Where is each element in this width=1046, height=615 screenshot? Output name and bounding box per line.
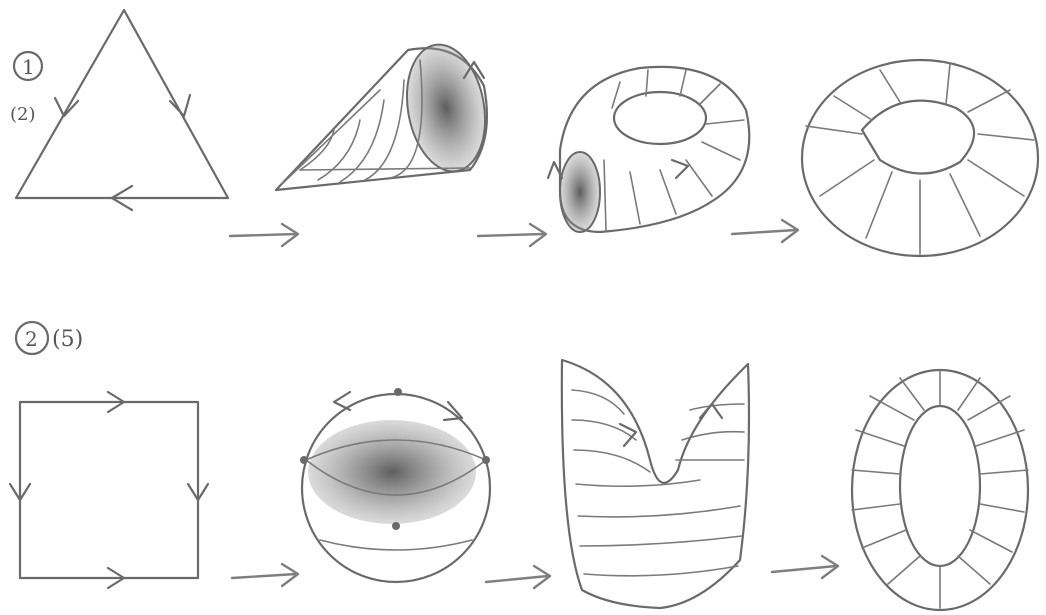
torus-shape-2 — [852, 370, 1028, 610]
flow-arrow-3 — [732, 220, 798, 242]
flow-arrow-5 — [486, 566, 550, 588]
flow-arrow-6 — [772, 556, 838, 578]
cone-shape — [276, 38, 495, 190]
row2-label: 2 (5) — [16, 322, 83, 354]
row1-paren-number: (2) — [10, 104, 36, 125]
flow-arrow-1 — [230, 224, 298, 246]
sphere-shape — [300, 388, 490, 582]
torus-shape-1 — [802, 60, 1038, 256]
row2-paren-number: (5) — [52, 327, 83, 352]
triangle-shape — [16, 10, 228, 210]
row1-circled-number: 1 — [22, 55, 35, 79]
pinched-surface-shape — [562, 360, 749, 608]
triangle-arrow-left-edge — [55, 98, 78, 116]
curled-tube-shape — [548, 67, 749, 232]
square-shape — [10, 392, 208, 588]
flow-arrow-2 — [478, 224, 546, 246]
flow-arrow-4 — [232, 564, 298, 586]
row2-circled-number: 2 — [25, 327, 38, 351]
row1-label: 1 (2) — [10, 52, 42, 125]
